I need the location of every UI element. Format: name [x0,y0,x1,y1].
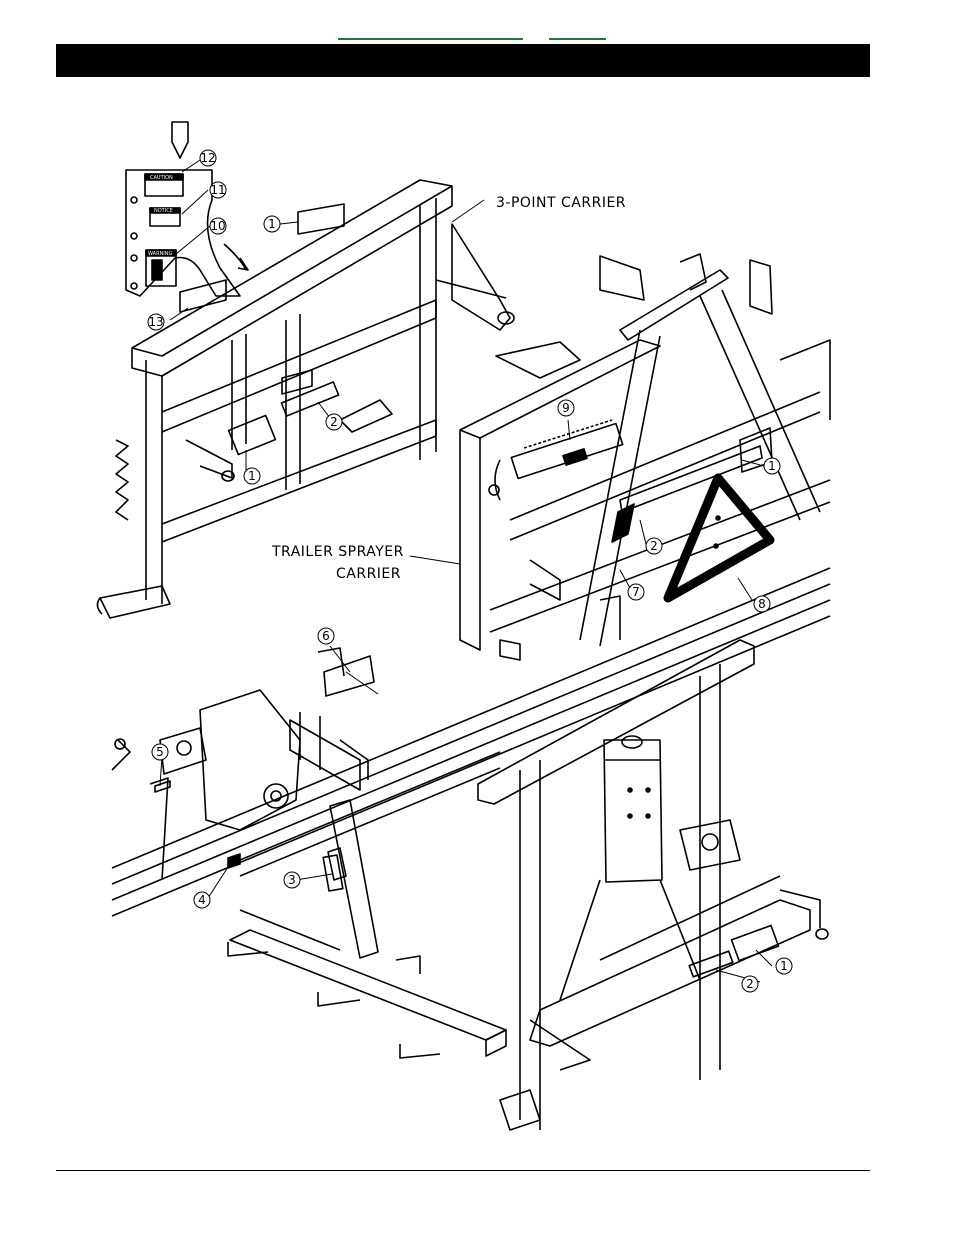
callout-9: 9 [558,400,574,416]
callout-number: 6 [322,629,330,643]
callout-number: 9 [562,401,570,415]
callout-2: 2 [646,538,662,554]
callout-number: 3 [288,873,296,887]
callout-1: 1 [776,958,792,974]
callout-number: 7 [632,585,640,599]
callout-number: 2 [746,977,754,991]
callout-number: 1 [768,459,776,473]
callout-number: 5 [156,745,164,759]
callout-8: 8 [754,596,770,612]
warning-decal-text: WARNING [148,251,173,257]
decal-sheet [126,122,248,312]
caution-decal-text: CAUTION [150,175,173,181]
label-trailer-sprayer: TRAILER SPRAYER [271,544,404,560]
callout-11: 11 [210,182,226,198]
callout-5: 5 [152,744,168,760]
callout-3: 3 [284,872,300,888]
callout-2: 2 [742,976,758,992]
callout-12: 12 [200,150,216,166]
callout-number: 8 [758,597,766,611]
callout-7: 7 [628,584,644,600]
callout-1: 1 [244,468,260,484]
notice-decal-text: NOTICE [154,208,173,214]
support-stand [228,800,506,1058]
jack-stand-assembly [478,640,828,1130]
callout-number: 2 [330,415,338,429]
callout-number: 2 [650,539,658,553]
callout-4: 4 [194,892,210,908]
footer-rule [56,1170,870,1171]
callout-1: 1 [764,458,780,474]
spring-assembly [511,424,622,479]
callout-1: 1 [264,216,280,232]
label-3-point-carrier: 3-POINT CARRIER [496,195,626,211]
callout-2: 2 [326,414,342,430]
callout-number: 1 [268,217,276,231]
callout-10: 10 [210,218,226,234]
frame-decals [155,449,634,880]
label-carrier: CARRIER [336,566,401,582]
callout-number: 13 [148,315,163,329]
callout-number: 11 [210,183,225,197]
callout-13: 13 [148,314,164,330]
callout-number: 10 [210,219,225,233]
callout-6: 6 [318,628,334,644]
callout-number: 12 [200,151,215,165]
callout-number: 1 [248,469,256,483]
callout-number: 4 [198,893,206,907]
smv-emblem [668,478,770,598]
callout-number: 1 [780,959,788,973]
